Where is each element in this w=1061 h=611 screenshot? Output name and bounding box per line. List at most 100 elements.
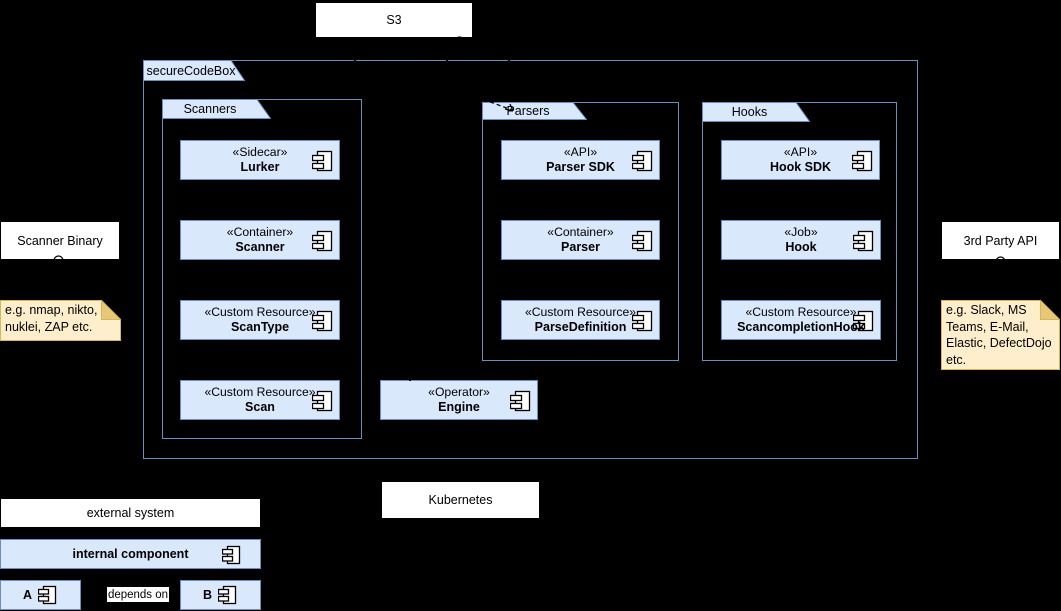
uml-component-icon — [632, 150, 653, 172]
component-scantype-stereotype: «Custom Resource» — [204, 304, 316, 319]
connector-tick — [446, 56, 448, 64]
component-engine-stereotype: «Operator» — [428, 384, 490, 399]
uml-component-icon — [312, 230, 333, 252]
package-tab-shape — [482, 102, 587, 120]
package-tab-shape — [143, 60, 245, 81]
s3-interface-lollipop — [454, 36, 465, 47]
note-line: e.g. Slack, MS — [946, 303, 1027, 317]
component-scan: «Custom Resource» Scan — [180, 380, 340, 420]
note-hook-examples: e.g. Slack, MS Teams, E-Mail, Elastic, D… — [941, 300, 1060, 370]
note-scanner-examples-text: e.g. nmap, nikto, nuklei, ZAP etc. — [5, 302, 119, 335]
component-lurker: «Sidecar» Lurker — [180, 140, 340, 180]
uml-component-icon — [218, 585, 237, 605]
node-3rd-party-api: 3rd Party API — [941, 221, 1060, 260]
component-parser-sdk-name: Parser SDK — [546, 159, 615, 174]
package-tab-shape — [702, 102, 810, 122]
component-scancompletionhook-name: ScancompletionHook — [737, 319, 865, 334]
uml-component-icon — [632, 310, 653, 332]
package-parsers: Parsers — [482, 102, 679, 361]
note-line: Elastic, DefectDojo — [946, 336, 1052, 350]
component-parser-name: Parser — [561, 239, 600, 254]
uml-component-icon — [312, 310, 333, 332]
note-hook-examples-text: e.g. Slack, MS Teams, E-Mail, Elastic, D… — [946, 302, 1058, 368]
legend-internal-component: internal component — [0, 539, 261, 569]
connector-tick — [508, 56, 510, 64]
package-parsers-label: Parsers — [506, 104, 550, 118]
package-hooks-tab: Hooks — [702, 102, 810, 122]
component-hook-sdk: «API» Hook SDK — [721, 140, 880, 180]
component-scan-stereotype: «Custom Resource» — [204, 384, 316, 399]
legend-external-system: external system — [0, 498, 261, 528]
note-shape — [941, 300, 1060, 370]
node-scanner-binary: Scanner Binary — [0, 221, 120, 260]
component-parser-sdk-stereotype: «API» — [563, 144, 598, 159]
uml-component-icon — [222, 545, 241, 565]
node-kubernetes-label: Kubernetes — [428, 493, 493, 507]
legend-component-b: B — [180, 580, 261, 610]
component-scanner-name: Scanner — [235, 239, 285, 254]
component-scantype: «Custom Resource» ScanType — [180, 300, 340, 340]
component-scancompletionhook: «Custom Resource» ScancompletionHook — [721, 300, 881, 340]
component-engine-name: Engine — [438, 399, 480, 414]
third-party-api-interface-lollipop — [995, 256, 1006, 267]
package-scanners: Scanners — [162, 99, 362, 439]
connector-tick — [354, 55, 356, 64]
component-scanner: «Container» Scanner — [180, 220, 340, 260]
uml-component-icon — [853, 310, 874, 332]
node-s3: S3 — [315, 2, 473, 38]
component-hook-sdk-stereotype: «API» — [783, 144, 818, 159]
note-shape — [0, 300, 121, 341]
uml-component-icon — [38, 585, 57, 605]
dependency-arrow — [476, 96, 514, 112]
uml-component-icon — [853, 230, 874, 252]
connector-tick — [409, 373, 411, 381]
package-hooks: Hooks — [702, 102, 897, 361]
component-parser: «Container» Parser — [501, 220, 660, 260]
uml-component-icon — [312, 150, 333, 172]
component-scantype-name: ScanType — [230, 319, 290, 334]
package-securecodebox-tab: secureCodeBox — [143, 60, 245, 81]
package-scanners-tab: Scanners — [162, 99, 271, 119]
uml-component-icon — [510, 390, 531, 412]
scanner-binary-interface-lollipop — [53, 255, 64, 266]
component-parsedefinition: «Custom Resource» ParseDefinition — [501, 300, 660, 340]
note-line: nuklei, ZAP etc. — [5, 319, 93, 334]
component-scan-name: Scan — [245, 399, 275, 414]
note-line: e.g. nmap, nikto, — [5, 303, 98, 317]
component-lurker-name: Lurker — [240, 159, 280, 174]
node-scanner-binary-label: Scanner Binary — [17, 233, 103, 248]
package-tab-shape — [162, 99, 271, 119]
package-scanners-label: Scanners — [183, 102, 237, 116]
uml-component-icon — [312, 390, 333, 412]
package-parsers-tab: Parsers — [482, 102, 587, 120]
note-scanner-examples: e.g. nmap, nikto, nuklei, ZAP etc. — [0, 300, 121, 341]
component-hook-stereotype: «Job» — [784, 224, 818, 239]
component-engine: «Operator» Engine — [380, 380, 538, 420]
note-line: etc. — [946, 352, 967, 367]
package-securecodebox-label: secureCodeBox — [146, 63, 236, 78]
uml-component-icon — [632, 230, 653, 252]
package-hooks-label: Hooks — [731, 105, 768, 119]
component-hook-name: Hook — [785, 239, 817, 254]
component-parsedefinition-name: ParseDefinition — [534, 319, 627, 334]
legend-depends-on-label: depends on — [107, 587, 169, 602]
legend-internal-component-label: internal component — [72, 547, 189, 561]
node-s3-label: S3 — [386, 13, 402, 27]
note-line: Teams, E-Mail, — [946, 319, 1029, 334]
node-3rd-party-api-label: 3rd Party API — [963, 233, 1038, 248]
legend-component-a-label: A — [22, 588, 33, 602]
component-lurker-stereotype: «Sidecar» — [232, 144, 288, 159]
component-parsedefinition-stereotype: «Custom Resource» — [524, 304, 637, 319]
component-scanner-stereotype: «Container» — [226, 224, 294, 239]
legend-component-a: A — [0, 580, 81, 610]
component-scancompletionhook-stereotype: «Custom Resource» — [745, 304, 857, 319]
legend-external-system-label: external system — [86, 506, 175, 520]
node-kubernetes: Kubernetes — [381, 481, 540, 519]
component-parser-sdk: «API» Parser SDK — [501, 140, 660, 180]
legend-component-b-label: B — [202, 588, 213, 602]
component-hook: «Job» Hook — [721, 220, 881, 260]
legend-depends-on-text: depends on — [107, 588, 169, 601]
component-hook-sdk-name: Hook SDK — [769, 159, 832, 174]
uml-component-icon — [852, 150, 873, 172]
